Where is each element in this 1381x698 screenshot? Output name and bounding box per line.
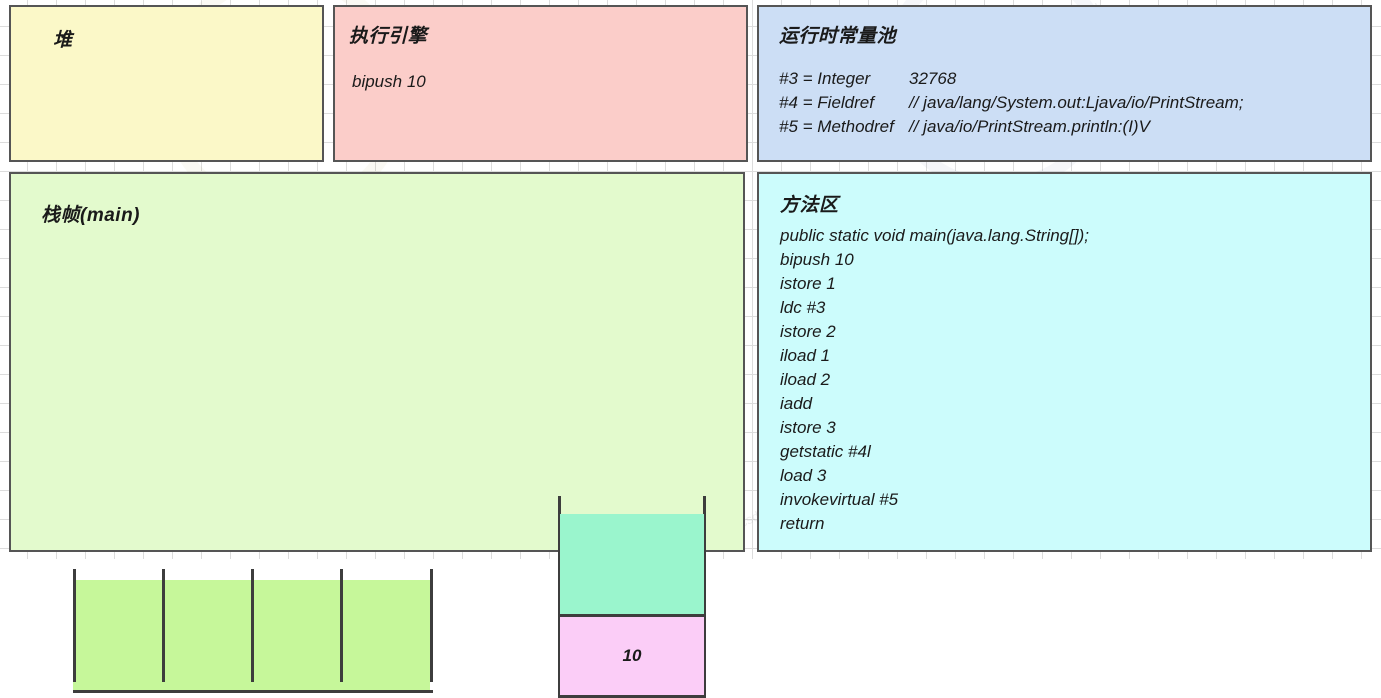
slot-table-base	[73, 690, 433, 693]
stack-frame-title: 栈帧(main)	[41, 205, 141, 226]
bytecode-line: bipush 10	[780, 250, 854, 269]
constant-pool-entry: #4 = Fieldref // java/lang/System.out:Lj…	[779, 91, 1244, 115]
bytecode-line: istore 1	[780, 274, 836, 293]
operand-stack-cell-bottom: 10	[560, 617, 704, 698]
bytecode-line: istore 2	[780, 322, 836, 341]
slot-divider	[430, 569, 433, 682]
heap-title: 堆	[53, 30, 73, 51]
execution-engine-title: 执行引擎	[349, 26, 428, 47]
bytecode-line: invokevirtual #5	[780, 490, 899, 509]
operand-stack-cell-top	[560, 514, 704, 617]
slot-divider	[340, 569, 343, 682]
bytecode-line: iload 2	[780, 370, 831, 389]
bytecode-line: iload 1	[780, 346, 831, 365]
execution-engine-panel: 执行引擎 bipush 10	[333, 5, 748, 162]
bytecode-line: iadd	[780, 394, 813, 413]
slot-divider	[251, 569, 254, 682]
runtime-constant-pool-title: 运行时常量池	[779, 26, 897, 47]
operand-stack-value-bottom: 10	[622, 646, 642, 665]
constant-pool-value: 32768	[909, 69, 957, 88]
method-area-title: 方法区	[780, 195, 839, 216]
method-area-bytecode-list: public static void main(java.lang.String…	[780, 224, 1089, 536]
slot-divider	[73, 569, 76, 682]
local-variable-table	[64, 569, 439, 696]
local-variable-slot-3	[341, 580, 430, 693]
constant-pool-entry: #5 = Methodref // java/io/PrintStream.pr…	[779, 115, 1244, 139]
method-area-panel: 方法区 public static void main(java.lang.St…	[757, 172, 1372, 552]
runtime-constant-pool-panel: 运行时常量池 #3 = Integer 32768 #4 = Fieldref …	[757, 5, 1372, 162]
local-variable-slot-1	[162, 580, 251, 693]
constant-pool-key: #4 = Fieldref	[779, 93, 874, 112]
bytecode-line: load 3	[780, 466, 827, 485]
operand-stack: 10	[558, 496, 706, 698]
slot-divider	[162, 569, 165, 682]
constant-pool-list: #3 = Integer 32768 #4 = Fieldref // java…	[779, 67, 1244, 139]
bytecode-line: getstatic #4l	[780, 442, 871, 461]
constant-pool-value: // java/io/PrintStream.println:(I)V	[909, 117, 1150, 136]
stack-frame-panel: 栈帧(main) 10	[9, 172, 745, 698]
current-instruction: bipush 10	[352, 72, 426, 91]
constant-pool-entry: #3 = Integer 32768	[779, 67, 1244, 91]
constant-pool-key: #5 = Methodref	[779, 117, 894, 136]
constant-pool-key: #3 = Integer	[779, 69, 871, 88]
local-variable-slot-0	[73, 580, 162, 693]
bytecode-line: return	[780, 514, 825, 533]
constant-pool-value: // java/lang/System.out:Ljava/io/PrintSt…	[909, 93, 1244, 112]
heap-panel: 堆	[9, 5, 324, 162]
bytecode-line: istore 3	[780, 418, 836, 437]
bytecode-line: ldc #3	[780, 298, 826, 317]
local-variable-slot-2	[252, 580, 341, 693]
bytecode-line: public static void main(java.lang.String…	[780, 226, 1089, 245]
